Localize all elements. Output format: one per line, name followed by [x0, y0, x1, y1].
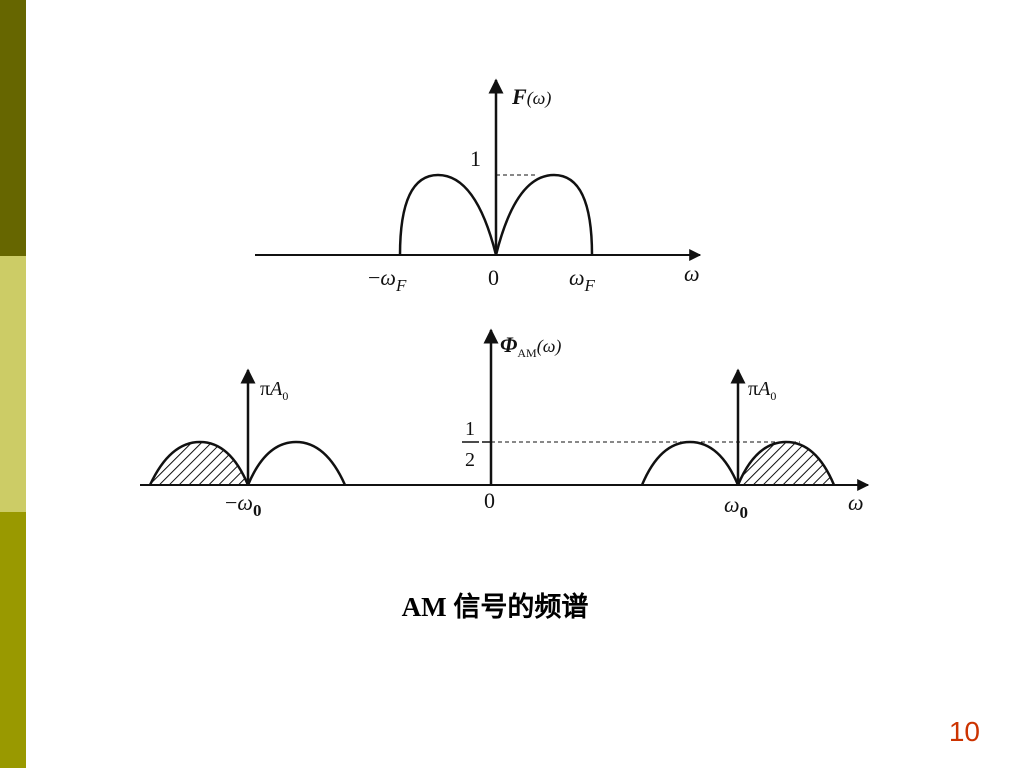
figure-caption: AM 信号的频谱: [401, 592, 589, 622]
left-lower-sideband: [148, 440, 250, 486]
bottom-spectrum-plot: ΦAM(ω) 1 2 πA0 πA0 −ω0 0 ω0 ω: [140, 328, 870, 522]
right-upper-sideband-hatched: [738, 442, 834, 485]
top-tick-neg-omega-f: −ωF: [368, 265, 407, 295]
bottom-y-axis-label: ΦAM(ω): [500, 332, 561, 360]
top-left-lobe: [398, 173, 498, 256]
top-peak-label: 1: [470, 146, 481, 171]
bottom-half-label-numerator: 1: [465, 418, 475, 440]
bottom-origin-label: 0: [484, 488, 495, 513]
bottom-half-label-denominator: 2: [465, 449, 475, 471]
sidebar-band-top: [0, 0, 26, 256]
left-impulse-label: πA0: [260, 378, 288, 403]
top-x-axis-label: ω: [684, 261, 700, 286]
top-spectrum-plot: F(ω) 1 −ωF 0 ωF ω: [255, 78, 702, 295]
top-tick-omega-f: ωF: [569, 265, 596, 295]
right-impulse-label: πA0: [748, 378, 776, 403]
top-y-axis-label: F(ω): [511, 84, 551, 109]
top-origin-label: 0: [488, 265, 499, 290]
sidebar-strip: [0, 0, 26, 768]
left-upper-sideband: [246, 440, 347, 486]
sidebar-band-bottom: [0, 512, 26, 768]
bottom-x-axis-label: ω: [848, 490, 864, 515]
sidebar-band-middle: [0, 256, 26, 512]
right-upper-sideband: [736, 440, 836, 486]
right-lower-sideband: [640, 440, 740, 486]
page-number: 10: [948, 716, 980, 747]
bottom-tick-omega-0: ω0: [724, 492, 748, 522]
left-lower-sideband-hatched: [150, 442, 248, 485]
top-right-lobe: [494, 173, 594, 256]
bottom-tick-neg-omega-0: −ω0: [225, 490, 261, 520]
